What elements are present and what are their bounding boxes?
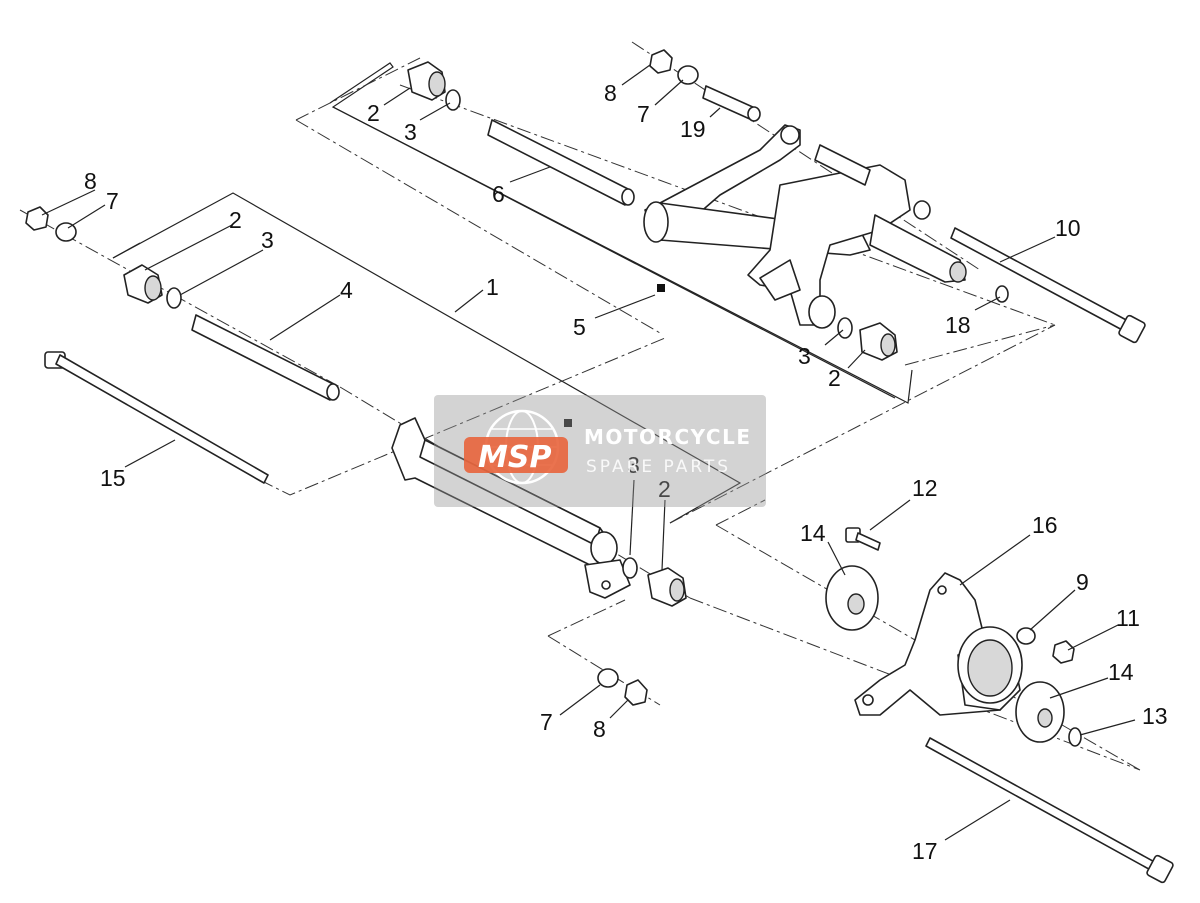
- callout-numbers: 2 3 8 7 19 6 8 7 2 3 4 1 5 3 2 18 10 15 …: [84, 80, 1168, 864]
- callout-1: 1: [486, 274, 499, 300]
- callout-17: 17: [912, 838, 938, 864]
- rings-washers-nuts: [25, 49, 1082, 747]
- callout-3: 3: [627, 452, 640, 478]
- bolt-15: [44, 351, 269, 484]
- callout-2: 2: [828, 365, 841, 391]
- callout-16: 16: [1032, 512, 1058, 538]
- bolt-10: [950, 227, 1146, 344]
- callout-9: 9: [1076, 569, 1089, 595]
- watermark-logo-text: MSP: [478, 440, 551, 475]
- callout-13: 13: [1142, 703, 1168, 729]
- callout-8: 8: [604, 80, 617, 106]
- callout-6: 6: [492, 181, 505, 207]
- bump-stop-14a: [825, 565, 879, 631]
- pin-6: [487, 119, 635, 206]
- watermark-subtitle: SPARE PARTS: [586, 457, 732, 477]
- callout-2: 2: [658, 476, 671, 502]
- callout-2: 2: [229, 207, 242, 233]
- callout-14: 14: [1108, 659, 1134, 685]
- callout-12: 12: [912, 475, 938, 501]
- leader-lines: [41, 64, 1136, 841]
- bump-stop-14b: [1015, 681, 1065, 743]
- callout-3: 3: [261, 227, 274, 253]
- bracket-16: [854, 572, 1023, 716]
- callout-5: 5: [573, 314, 586, 340]
- marker-square: [657, 284, 665, 292]
- silent-blocks: [123, 61, 898, 607]
- callout-18: 18: [945, 312, 971, 338]
- callout-15: 15: [100, 465, 126, 491]
- callout-8: 8: [84, 168, 97, 194]
- msp-globe-logo: MSP: [464, 409, 568, 485]
- watermark: MSP MOTORCYCLE SPARE PARTS: [434, 395, 766, 507]
- callout-7: 7: [106, 188, 119, 214]
- pin-4: [191, 314, 340, 401]
- marker-square: [564, 419, 572, 427]
- callout-7: 7: [637, 101, 650, 127]
- callout-19: 19: [680, 116, 706, 142]
- callout-3: 3: [404, 119, 417, 145]
- callout-3: 3: [798, 343, 811, 369]
- watermark-title: MOTORCYCLE: [584, 425, 752, 449]
- callout-11: 11: [1116, 605, 1140, 631]
- callout-4: 4: [340, 277, 353, 303]
- swing-arm-link: [643, 124, 967, 329]
- spacer-19: [702, 85, 761, 122]
- bolt-17: [925, 737, 1174, 884]
- callout-10: 10: [1055, 215, 1081, 241]
- assembly-frames: [112, 62, 913, 524]
- callout-7: 7: [540, 709, 553, 735]
- callout-14: 14: [800, 520, 826, 546]
- callout-2: 2: [367, 100, 380, 126]
- callout-8: 8: [593, 716, 606, 742]
